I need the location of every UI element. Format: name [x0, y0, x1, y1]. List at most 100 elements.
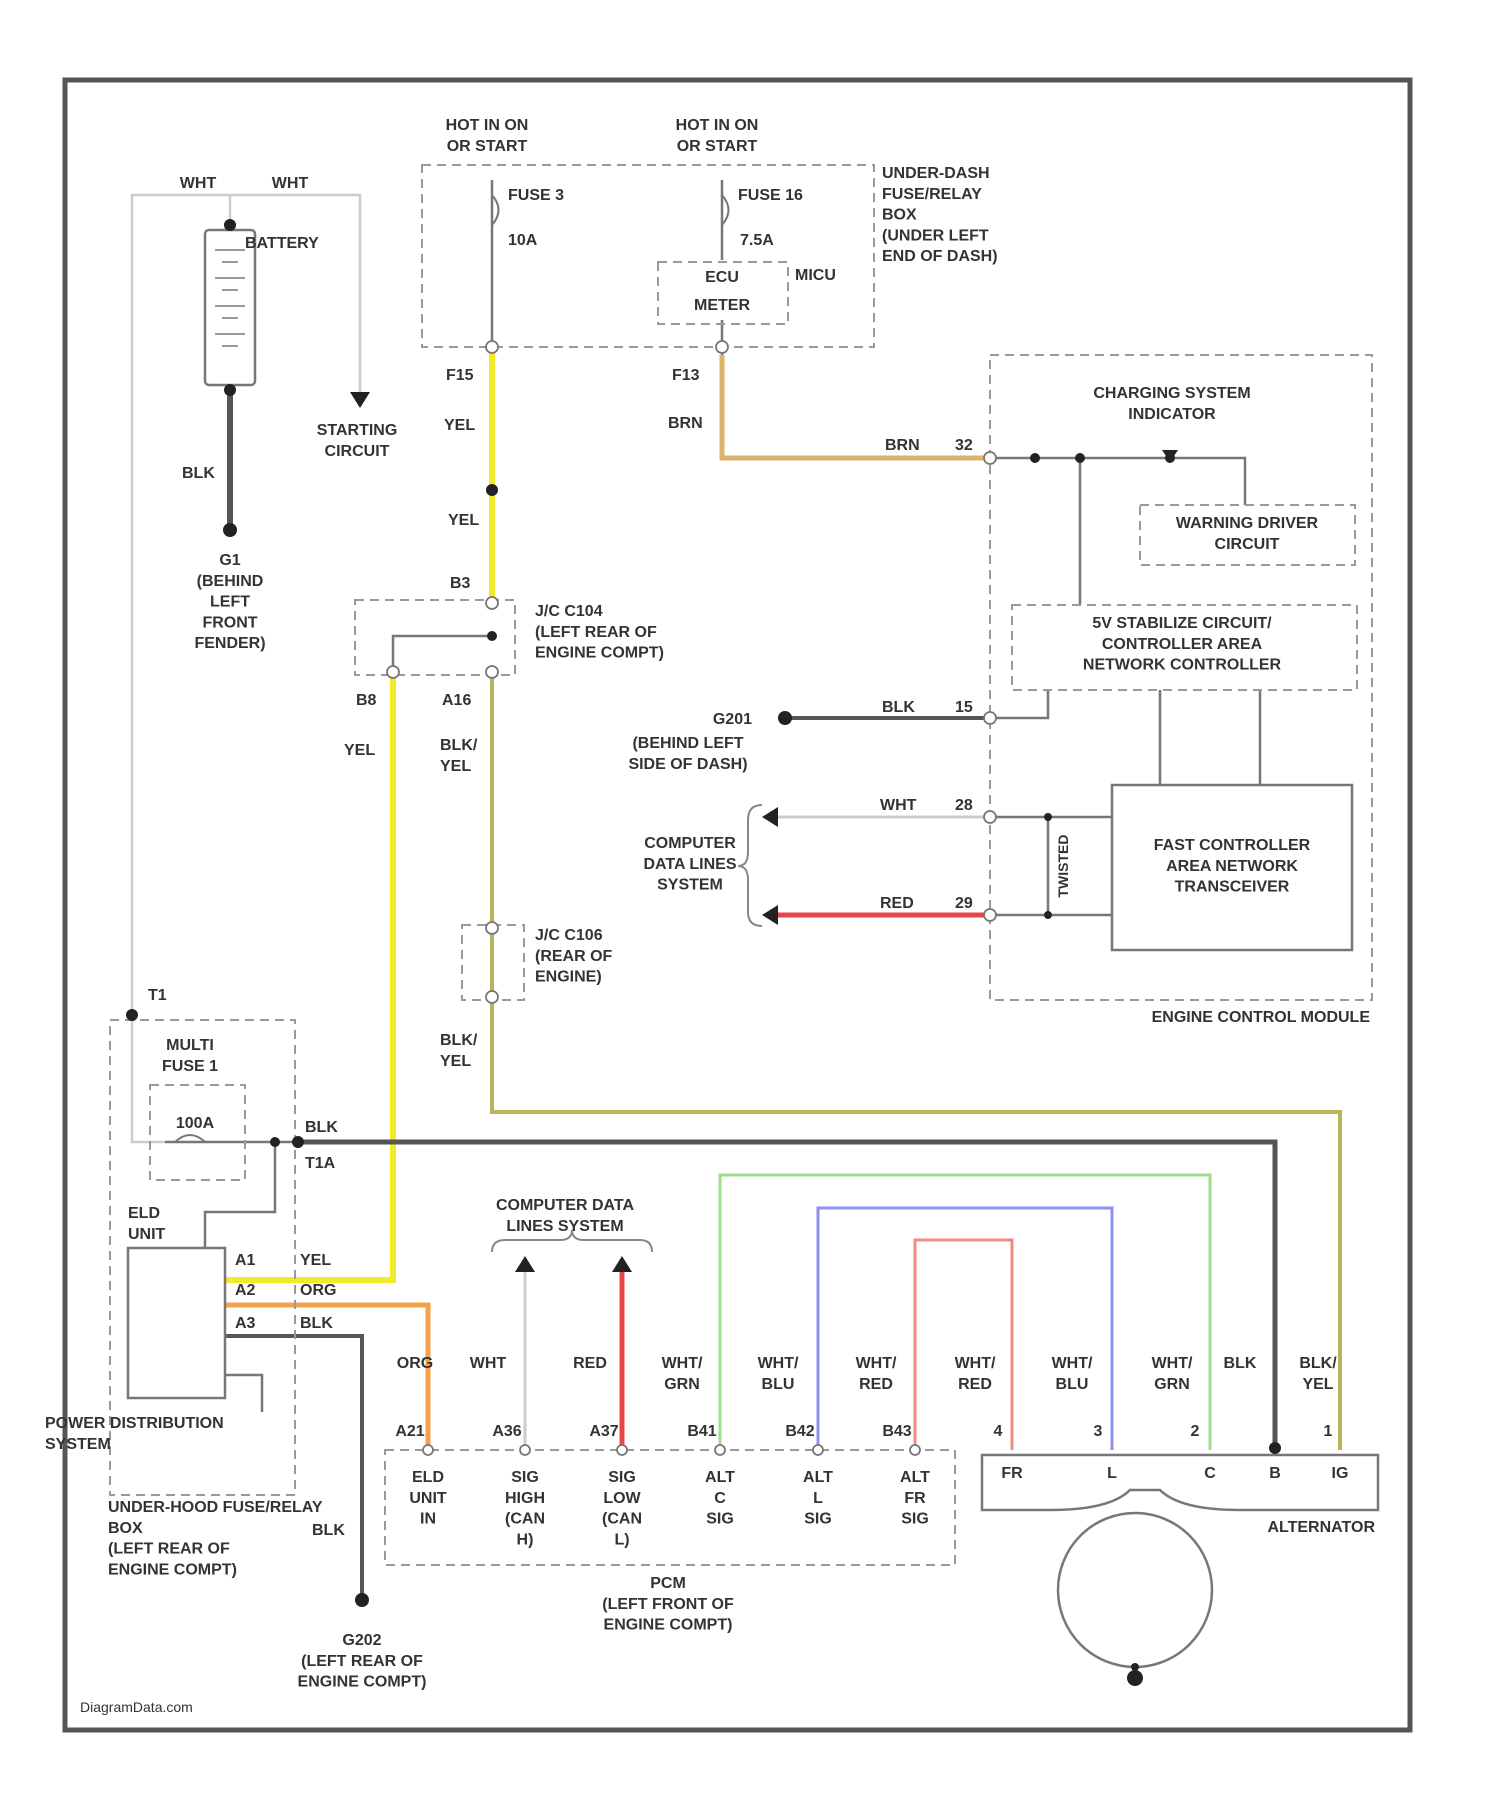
wire-blk-battery-label: BLK — [182, 465, 215, 482]
pcm-wire-label: ORG — [397, 1355, 433, 1372]
pcm-pin-label: B43 — [882, 1423, 911, 1440]
starting-circuit-arrow — [350, 392, 370, 408]
multi-fuse-amp-label: 100A — [176, 1115, 215, 1132]
pcm-wire-label: WHT/GRN — [1152, 1355, 1193, 1393]
wire-blk-alt-b — [298, 1142, 1275, 1450]
fuse16-amp-label: 7.5A — [740, 232, 774, 249]
alt-pin-labels: 4321 — [994, 1423, 1333, 1440]
alternator-label: ALTERNATOR — [1267, 1519, 1375, 1536]
underdash-fuse-box — [422, 165, 874, 347]
battery-label: BATTERY — [245, 235, 319, 252]
pcm-func-label: ALTCSIG — [705, 1469, 735, 1528]
brn-pin-label: 32 — [955, 437, 973, 454]
eld-blk-label: BLK — [300, 1315, 333, 1332]
battery-cells — [215, 250, 245, 346]
charging-indicator-label: CHARGING SYSTEMINDICATOR — [1093, 385, 1250, 423]
alternator-terminal-label: B — [1269, 1465, 1281, 1482]
pin-f13-label: F13 — [672, 367, 700, 384]
pcm-wire-label: RED — [573, 1355, 607, 1372]
cdl-brace-right — [738, 805, 762, 926]
pcm-wire-label: BLK — [1224, 1355, 1257, 1372]
alternator-terminal-label: C — [1204, 1465, 1216, 1482]
wire-wht-starting — [230, 195, 360, 392]
pcm-box — [385, 1450, 955, 1565]
alternator-terminal-label: L — [1107, 1465, 1117, 1482]
battery-wht-right-label: WHT — [272, 175, 309, 192]
fuse16-label: FUSE 16 — [738, 187, 803, 204]
wire-blk-top-label: BLK — [305, 1119, 338, 1136]
wire-yel-label-3: YEL — [344, 742, 375, 759]
wire-wht-red — [915, 1240, 1012, 1450]
pcm-wire-label: WHT/GRN — [662, 1355, 703, 1393]
fuse3-amp-label: 10A — [508, 232, 538, 249]
diagram-frame — [65, 80, 1410, 1730]
j1-label: J/C C104(LEFT REAR OFENGINE COMPT) — [535, 603, 664, 662]
eld-org-label: ORG — [300, 1282, 336, 1299]
wire-wht-28-label: WHT — [880, 797, 917, 814]
eld-yel-label: YEL — [300, 1252, 331, 1269]
multi-fuse-label: MULTIFUSE 1 — [162, 1037, 218, 1075]
pin-28-label: 28 — [955, 797, 973, 814]
alternator-circle — [1058, 1513, 1212, 1667]
wire-wht-t1 — [132, 195, 230, 1142]
wire-blk-yel-label-1: BLK/YEL — [440, 737, 478, 775]
wire-yel-eld — [225, 675, 393, 1280]
cdl-arrow-a37 — [612, 1256, 632, 1272]
meter-code-label: ECU — [705, 269, 739, 286]
wire-blk-yel-label-2: BLK/YEL — [440, 1032, 478, 1070]
wire-brn — [722, 355, 990, 458]
eld-a2-label: A2 — [235, 1282, 256, 1299]
g201-location-label: (BEHIND LEFTSIDE OF DASH) — [628, 735, 747, 773]
pcm-pin-label: B42 — [785, 1423, 814, 1440]
ecm-indicator-line — [990, 458, 1245, 505]
cdl-arrow-red — [762, 905, 778, 925]
wire-yel-label-2: YEL — [448, 512, 479, 529]
eld-a1-label: A1 — [235, 1252, 256, 1269]
cdl-arrow-wht — [762, 807, 778, 827]
pcm-wire-label: WHT/BLU — [758, 1355, 799, 1393]
pcm-pin-label: A37 — [589, 1423, 618, 1440]
pcm-pin-label: A36 — [492, 1423, 521, 1440]
wire-brn-label-1: BRN — [668, 415, 703, 432]
pin-15-label: 15 — [955, 699, 973, 716]
j1-pin-label: B3 — [450, 575, 471, 592]
alternator-terminal-label: IG — [1332, 1465, 1349, 1482]
pcm-pin-label: B41 — [687, 1423, 716, 1440]
watermark: DiagramData.com — [80, 1699, 193, 1715]
wire-wht-grn — [720, 1175, 1210, 1450]
pcm-wire-label: BLK/YEL — [1299, 1355, 1337, 1393]
eld-feed — [205, 1142, 275, 1248]
pin-f15-label: F15 — [446, 367, 474, 384]
pin-29-label: 29 — [955, 895, 973, 912]
alternator-pin-label: 4 — [994, 1423, 1003, 1440]
alternator-terminal-label: FR — [1001, 1465, 1023, 1482]
g201-label: G201 — [713, 711, 752, 728]
t1a-label: T1A — [305, 1155, 336, 1172]
fuse3-label: FUSE 3 — [508, 187, 564, 204]
battery-wht-left-label: WHT — [180, 175, 217, 192]
eld-a3-label: A3 — [235, 1315, 256, 1332]
j1-pin-a-label: A16 — [442, 692, 471, 709]
meter-label: METER — [694, 297, 750, 314]
alt-term-labels: FR L C B IG — [1001, 1465, 1348, 1482]
alternator-pin-label: 3 — [1094, 1423, 1103, 1440]
pcm-pin-label: A21 — [395, 1423, 424, 1440]
pcm-wire-label: WHT — [470, 1355, 507, 1372]
alternator-pin-label: 2 — [1191, 1423, 1200, 1440]
j1-pin-b-label: B8 — [356, 692, 377, 709]
wire-blk-15-label: BLK — [882, 699, 915, 716]
